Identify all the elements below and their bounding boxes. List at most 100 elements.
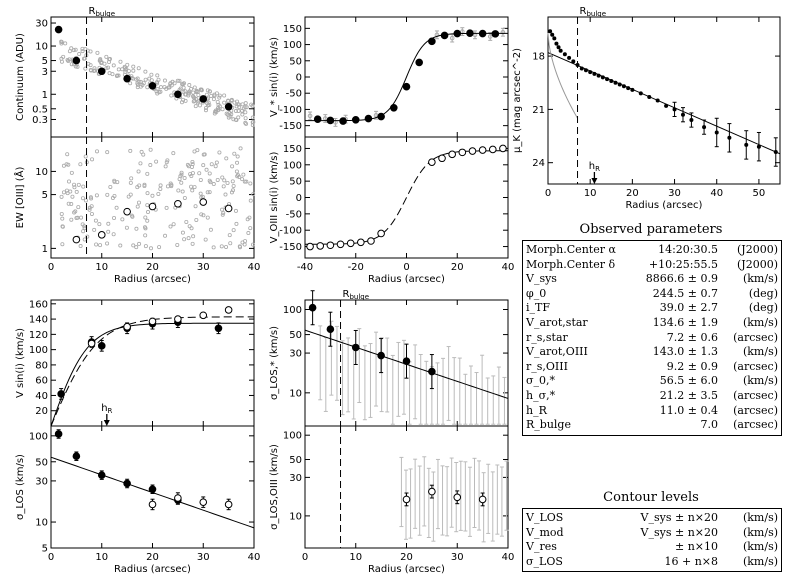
data-point-filled	[428, 37, 436, 46]
table-cell-label: Morph.Center δ	[526, 257, 616, 271]
y-axis-label: σ_LOS,OIII (km/s)	[269, 444, 280, 530]
scatter-point	[123, 67, 128, 72]
panel-frame	[547, 16, 781, 185]
scatter-point	[198, 191, 203, 196]
data-point-filled	[453, 29, 462, 38]
scatter-point	[196, 99, 201, 104]
scatter-point	[197, 171, 202, 176]
scatter-point	[212, 111, 217, 116]
scatter-point	[240, 112, 245, 117]
y-tick-label: 50	[289, 177, 302, 188]
data-point-filled	[613, 80, 618, 85]
scatter-point	[80, 196, 85, 201]
scatter-point	[220, 207, 225, 212]
scatter-point	[69, 62, 74, 67]
scatter-point	[235, 102, 240, 107]
scatter-point	[87, 205, 92, 210]
scatter-point	[217, 150, 222, 155]
data-point-filled	[351, 343, 360, 352]
data-point-filled	[579, 66, 584, 71]
y-tick-label: 1	[42, 244, 48, 255]
scatter-point	[111, 232, 116, 237]
scatter-point	[59, 39, 64, 44]
scatter-point	[75, 64, 80, 69]
y-tick-label: -100	[279, 226, 302, 237]
x-tick-label: 10	[95, 552, 108, 563]
y-tick-label: 120	[29, 330, 48, 341]
scatter-point	[236, 115, 241, 120]
scatter-point	[98, 243, 103, 248]
scatter-point	[234, 169, 239, 174]
data-point-open	[97, 231, 106, 239]
scatter-point	[92, 66, 97, 71]
y-tick-label: 60	[35, 376, 48, 387]
data-point-filled	[554, 41, 559, 46]
y-axis-label: EW [OIII] (Å)	[13, 167, 26, 229]
data-point-filled	[638, 91, 643, 96]
table-cell-label: V_sys	[526, 272, 557, 286]
scatter-point	[72, 182, 77, 187]
data-point-filled	[214, 324, 223, 333]
table-cell-value: ± n×10	[674, 540, 718, 554]
scatter-point	[120, 217, 125, 222]
data-point-filled	[550, 32, 555, 37]
data-point-open	[224, 306, 233, 314]
data-point-filled	[326, 116, 335, 125]
table-cell-unit: (km/s)	[742, 272, 778, 286]
x-tick-label: 10	[584, 188, 597, 199]
scatter-point	[164, 160, 169, 165]
scatter-point	[116, 67, 121, 72]
table-cell-unit: (J2000)	[737, 257, 778, 271]
data-point-filled	[621, 84, 626, 89]
x-tick-label: 0	[302, 552, 308, 563]
table-cell-unit: (arcsec)	[733, 418, 778, 432]
panel-frame	[50, 16, 255, 138]
scatter-point	[138, 161, 143, 166]
scatter-point	[108, 184, 113, 189]
y-tick-label: 24	[532, 158, 545, 169]
scatter-point	[94, 193, 99, 198]
scatter-point	[82, 237, 87, 242]
scatter-point	[154, 89, 159, 94]
hr-arrow-head	[591, 178, 598, 184]
scatter-point	[211, 245, 216, 250]
data-point-open	[346, 239, 355, 248]
scatter-point	[59, 56, 64, 61]
scatter-point	[69, 202, 74, 207]
hr-arrow-head	[103, 420, 110, 426]
scatter-point	[145, 171, 150, 176]
x-tick-label: 0	[48, 262, 54, 273]
data-point-filled	[415, 58, 423, 67]
scatter-point	[131, 243, 136, 248]
scatter-point	[190, 171, 195, 176]
scatter-point	[66, 162, 71, 167]
scatter-point	[129, 176, 134, 181]
data-point-filled	[97, 471, 106, 479]
data-point-filled	[491, 30, 500, 38]
scatter-point	[207, 89, 212, 94]
scatter-point	[215, 177, 220, 182]
data-point-filled	[567, 55, 572, 60]
y-tick-label: 0.5	[32, 104, 48, 115]
scatter-point	[73, 64, 78, 69]
scatter-point	[115, 180, 120, 185]
table-cell-unit: (J2000)	[737, 243, 778, 256]
data-point-open	[199, 498, 208, 506]
data-point-filled	[571, 59, 576, 64]
hr-label: hR	[101, 403, 112, 415]
scatter-point	[95, 149, 100, 154]
table-cell-label: V_mod	[526, 525, 564, 539]
scatter-point	[199, 87, 204, 92]
y-tick-label: 1	[42, 90, 48, 101]
x-tick-label: 40	[502, 262, 515, 273]
scatter-point	[220, 212, 225, 217]
scatter-point	[158, 85, 163, 90]
data-point-filled	[647, 94, 652, 99]
table-cell-value: V_sys ± n×20	[640, 511, 718, 524]
data-point-filled	[97, 67, 106, 76]
